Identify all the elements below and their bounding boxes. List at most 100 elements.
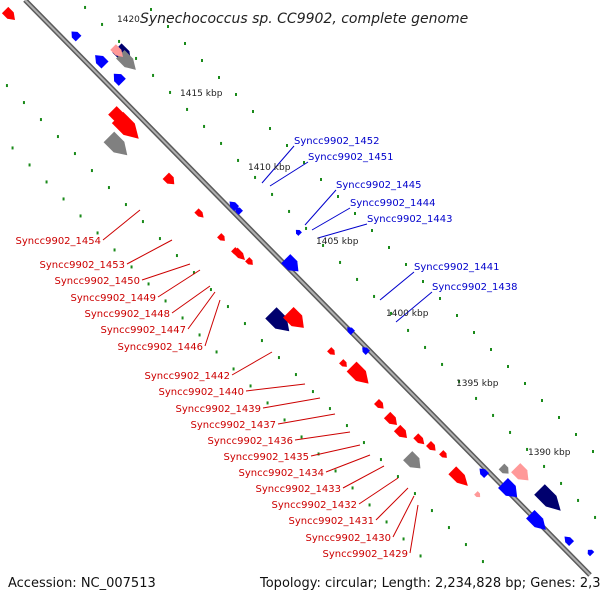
- tick-dot: [388, 246, 390, 249]
- forward-label-leader: [342, 465, 385, 489]
- gene-arrow: [587, 549, 595, 557]
- forward-gene-label: Syncc9902_1450: [55, 276, 141, 287]
- tick-dot: [507, 365, 509, 368]
- tick-dot: [90, 169, 93, 173]
- gene-arrow-shape: [1, 6, 15, 20]
- gene-arrow: [229, 201, 240, 212]
- gene-arrow: [526, 510, 546, 530]
- tick-dot: [107, 186, 110, 190]
- forward-label-leader: [187, 291, 216, 330]
- tick-dot: [11, 146, 14, 150]
- gene-arrow: [265, 307, 290, 332]
- gene-arrow-shape: [235, 207, 243, 215]
- reverse-gene-label: Syncc9902_1444: [350, 198, 436, 209]
- tick-dot: [62, 197, 65, 201]
- tick-dot: [396, 475, 399, 479]
- forward-label-leader: [141, 263, 191, 281]
- forward-gene-label: Syncc9902_1436: [208, 436, 294, 447]
- tick-dot: [402, 537, 405, 541]
- gene-arrow-shape: [111, 111, 139, 139]
- tick-dot: [101, 22, 104, 26]
- tick-dot: [311, 390, 314, 394]
- kbp-label: 1415 kbp: [180, 89, 223, 99]
- tick-dot: [300, 435, 303, 439]
- reverse-gene-label: Syncc9902_1443: [367, 214, 453, 225]
- tick-dot: [113, 248, 116, 252]
- tick-dot: [141, 220, 144, 224]
- tick-dot: [543, 464, 546, 468]
- tick-dot: [422, 280, 424, 283]
- gene-arrow-shape: [403, 451, 421, 469]
- tick-dot: [164, 299, 167, 303]
- tick-dot: [150, 8, 152, 11]
- tick-dot: [192, 271, 195, 275]
- tick-dot: [124, 203, 127, 207]
- gene-arrow-shape: [448, 466, 468, 486]
- tick-dot: [28, 163, 31, 167]
- tick-dot: [96, 231, 99, 235]
- forward-label-leader: [126, 239, 173, 265]
- tick-dot: [441, 362, 444, 366]
- tick-dot: [73, 152, 76, 156]
- tick-dot: [215, 350, 218, 354]
- topology-label: Topology: circular; Length: 2,234,828 bp…: [259, 576, 600, 591]
- gene-arrow: [235, 207, 243, 215]
- tick-dot: [320, 178, 322, 181]
- gene-arrow: [374, 399, 384, 409]
- gene-arrow-shape: [393, 424, 407, 438]
- reverse-gene-label: Syncc9902_1438: [432, 282, 518, 293]
- tick-dot: [379, 458, 382, 462]
- kbp-label: 1405 kbp: [316, 237, 359, 247]
- tick-dot: [592, 450, 594, 453]
- tick-dot: [269, 127, 271, 130]
- gene-arrow-shape: [564, 536, 575, 547]
- gene-arrow-shape: [229, 201, 240, 212]
- kbp-label: 1400 kbp: [386, 309, 429, 319]
- tick-dot: [198, 333, 201, 337]
- forward-label-leader: [358, 477, 399, 505]
- tick-dot: [419, 554, 422, 558]
- tick-dot: [147, 282, 150, 286]
- tick-dot: [475, 396, 478, 400]
- tick-dot: [135, 56, 138, 60]
- tick-dot: [464, 543, 467, 547]
- gene-arrow: [426, 441, 436, 451]
- tick-dot: [232, 367, 235, 371]
- tick-dot: [249, 384, 252, 388]
- gene-arrow-shape: [217, 233, 225, 241]
- forward-label-leader: [409, 504, 419, 554]
- forward-label-leader: [294, 431, 351, 441]
- genome-title: Synechococcus sp. CC9902, complete genom…: [140, 11, 468, 27]
- gene-arrow-shape: [194, 208, 204, 218]
- gene-arrow-shape: [474, 491, 481, 498]
- reverse-gene-label: Syncc9902_1441: [414, 262, 500, 273]
- tick-dot: [362, 441, 365, 445]
- gene-arrow: [474, 491, 481, 498]
- gene-arrow: [110, 44, 123, 57]
- gene-arrow-shape: [339, 359, 347, 367]
- tick-dot: [226, 305, 229, 309]
- forward-label-leader: [310, 444, 361, 457]
- gene-arrow: [95, 55, 109, 69]
- gene-arrow: [403, 451, 421, 469]
- gene-arrow-shape: [265, 307, 290, 332]
- forward-label-leader: [325, 454, 371, 473]
- forward-label-leader: [392, 495, 415, 538]
- tick-dot: [201, 59, 203, 62]
- tick-dot: [252, 110, 254, 113]
- gene-arrow-shape: [498, 478, 518, 498]
- gene-arrow: [231, 247, 239, 255]
- tick-dot: [558, 416, 560, 419]
- reverse-label-leader: [311, 207, 351, 231]
- gene-arrow: [295, 229, 302, 236]
- gene-arrow-shape: [587, 549, 595, 557]
- accession-label: Accession: NC_007513: [8, 576, 156, 591]
- tick-dot: [167, 25, 169, 28]
- tick-dot: [337, 195, 339, 198]
- gene-arrow: [393, 424, 407, 438]
- tick-dot: [339, 260, 342, 264]
- reverse-label-leader: [317, 223, 368, 239]
- tick-dot: [492, 413, 495, 417]
